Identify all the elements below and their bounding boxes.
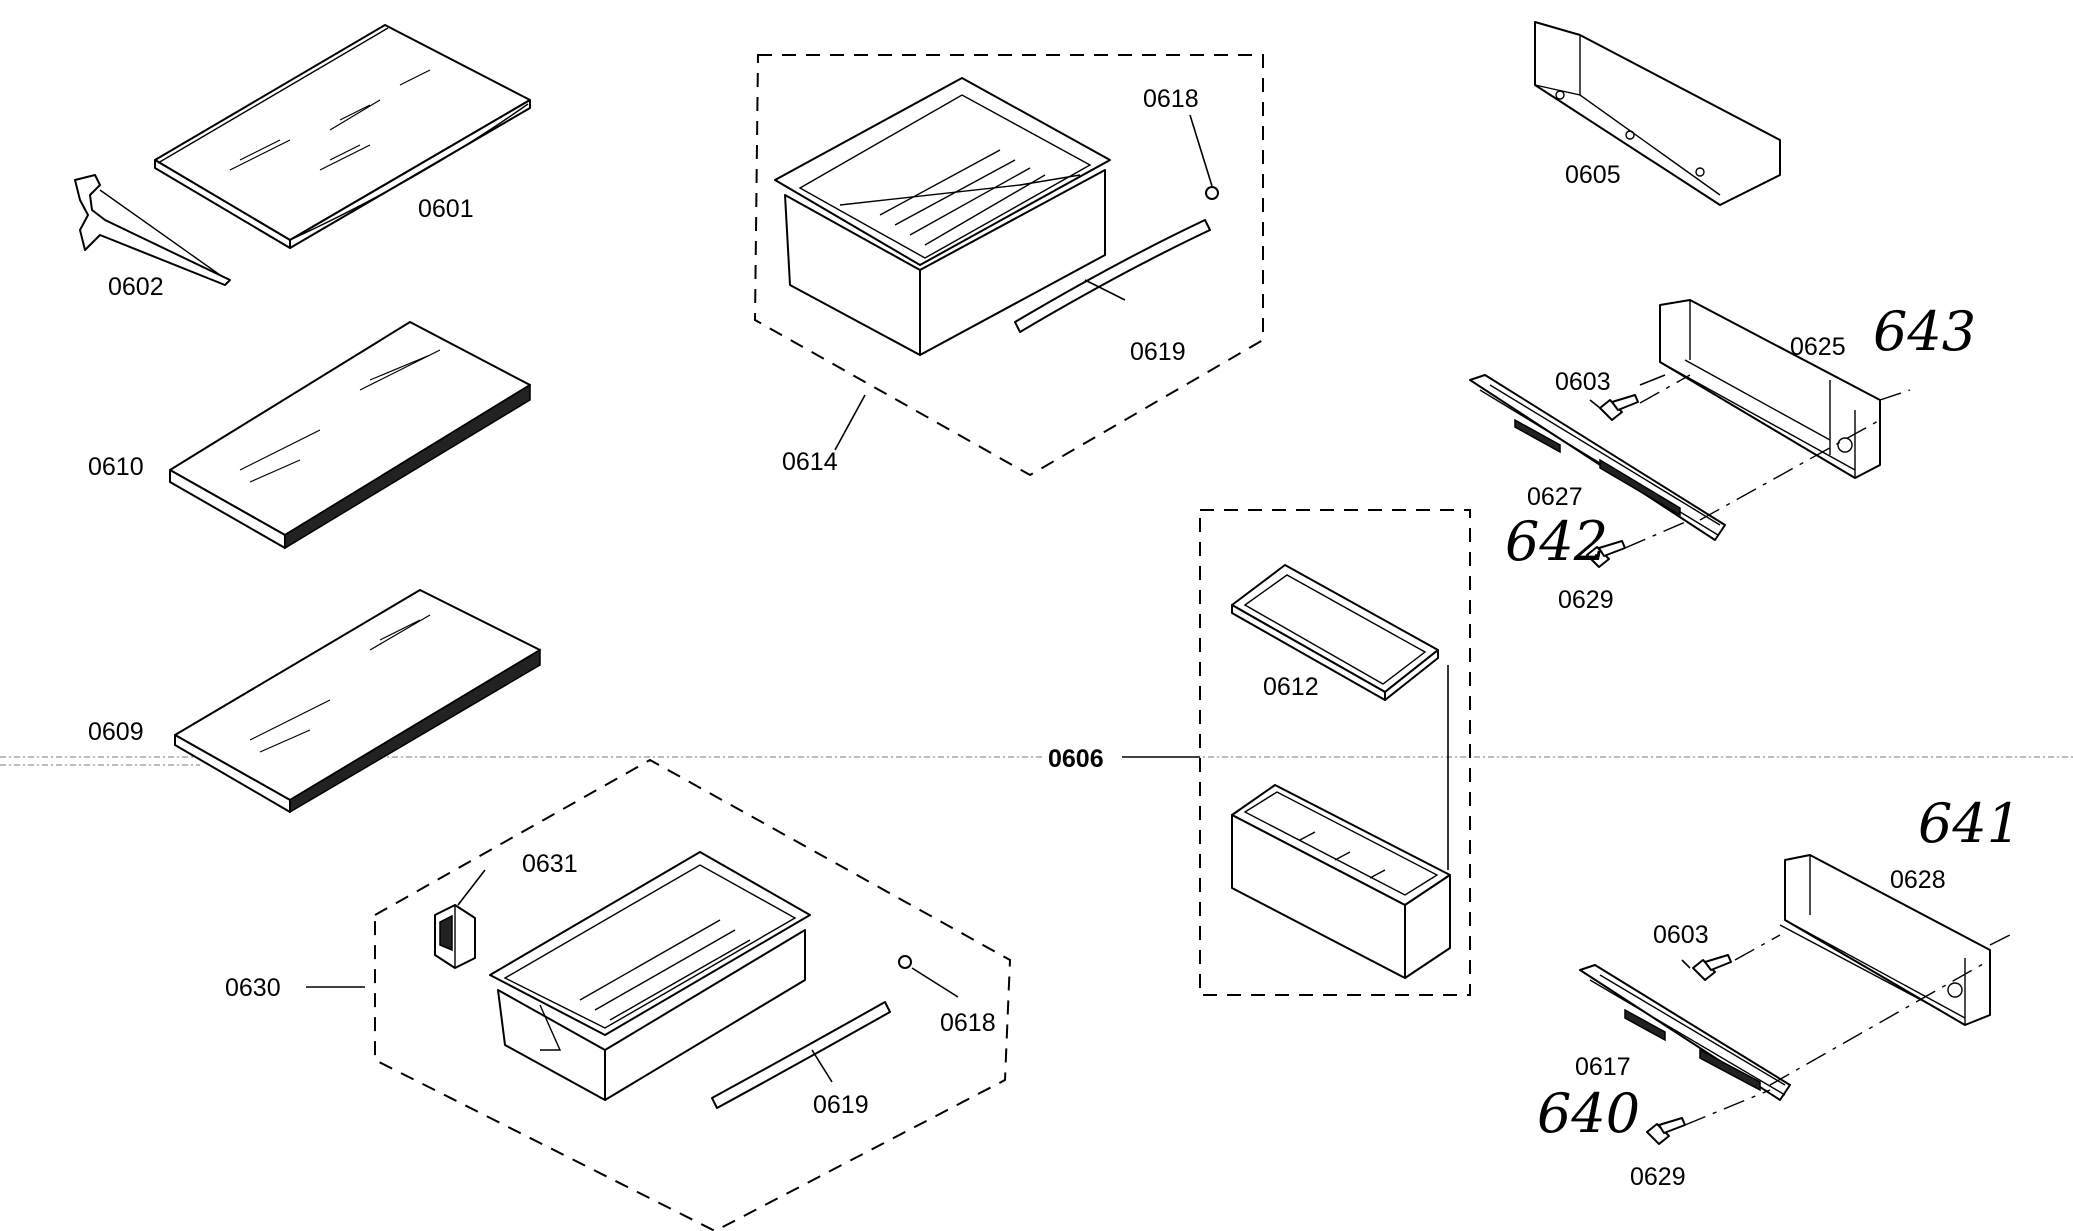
screw-0629-lower <box>1646 1117 1686 1145</box>
leader-lines <box>306 114 1691 1083</box>
label-0629-upper: 0629 <box>1558 586 1614 614</box>
container-bin <box>1231 784 1451 979</box>
handwritten-640: 640 <box>1537 1082 1640 1145</box>
label-0619-lower: 0619 <box>813 1091 869 1119</box>
container-lid-0612 <box>1231 564 1439 701</box>
handwritten-annotations: 643 642 641 640 <box>1505 300 2021 1145</box>
label-0609: 0609 <box>88 718 144 746</box>
adapter-0631 <box>434 904 476 969</box>
label-0628: 0628 <box>1890 866 1946 894</box>
shelf-bracket-0602 <box>74 174 231 286</box>
label-0614: 0614 <box>782 448 838 476</box>
glass-shelf-0609 <box>174 589 541 814</box>
label-0617: 0617 <box>1575 1053 1631 1081</box>
label-0625: 0625 <box>1790 333 1846 361</box>
label-0602: 0602 <box>108 273 164 301</box>
label-0618-upper: 0618 <box>1143 85 1199 113</box>
handwritten-642: 642 <box>1505 510 1608 573</box>
crisper-drawer-upper <box>774 77 1111 356</box>
glass-shelf-0610 <box>169 321 531 550</box>
glass-shelf-0601 <box>154 24 531 249</box>
label-0612: 0612 <box>1263 673 1319 701</box>
drawer-tube-lower <box>711 1001 891 1109</box>
label-0619-upper: 0619 <box>1130 338 1186 366</box>
slide-rail-0617 <box>1579 964 1791 1101</box>
drawer-tube-upper <box>1014 219 1211 333</box>
label-0605: 0605 <box>1565 161 1621 189</box>
label-0603-upper: 0603 <box>1555 368 1611 396</box>
label-0618-lower: 0618 <box>940 1009 996 1037</box>
rail-cover-0605 <box>1534 21 1781 206</box>
label-0629-lower: 0629 <box>1630 1163 1686 1191</box>
handwritten-643: 643 <box>1873 300 1976 363</box>
rail-centerline-lower <box>1684 934 2011 1126</box>
drawer-clip-upper <box>1205 186 1219 200</box>
label-0610: 0610 <box>88 453 144 481</box>
crisper-drawer-lower <box>489 851 811 1101</box>
rail-centerline-upper <box>1624 374 1911 549</box>
part-labels: 0601 0602 0610 0609 0618 0619 0614 0605 … <box>88 85 1946 1191</box>
label-0606: 0606 <box>1048 745 1104 773</box>
drawer-assembly-0614-boundary <box>753 54 1264 477</box>
container-assembly-0606-boundary <box>1199 509 1471 996</box>
slide-rail-0627 <box>1469 374 1726 541</box>
label-0603-lower: 0603 <box>1653 921 1709 949</box>
rail-bracket-0625 <box>1659 299 1881 479</box>
rail-bracket-0628 <box>1779 854 1991 1026</box>
scan-artifact-line <box>0 756 2073 766</box>
screw-0603-lower <box>1692 954 1732 981</box>
label-0631: 0631 <box>522 850 578 878</box>
drawer-clip-lower <box>898 955 912 969</box>
label-0630: 0630 <box>225 974 281 1002</box>
label-0601: 0601 <box>418 195 474 223</box>
screw-0603-upper <box>1599 394 1639 421</box>
drawer-assembly-0630-boundary <box>374 758 1012 1231</box>
handwritten-641: 641 <box>1918 792 2021 855</box>
label-0627: 0627 <box>1527 483 1583 511</box>
